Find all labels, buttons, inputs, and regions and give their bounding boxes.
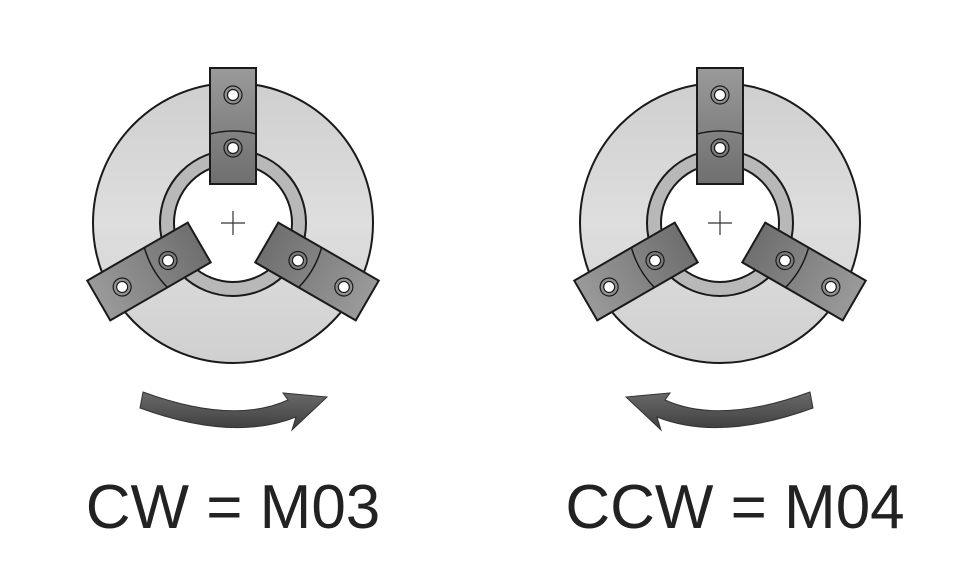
chuck-ccw xyxy=(574,68,865,363)
cw-label: CW = M03 xyxy=(85,473,381,542)
ccw-label: CCW = M04 xyxy=(565,473,905,542)
arrow-clockwise-icon xyxy=(139,391,328,431)
chuck-cw xyxy=(87,68,378,363)
arrow-counterclockwise-icon xyxy=(625,391,814,431)
